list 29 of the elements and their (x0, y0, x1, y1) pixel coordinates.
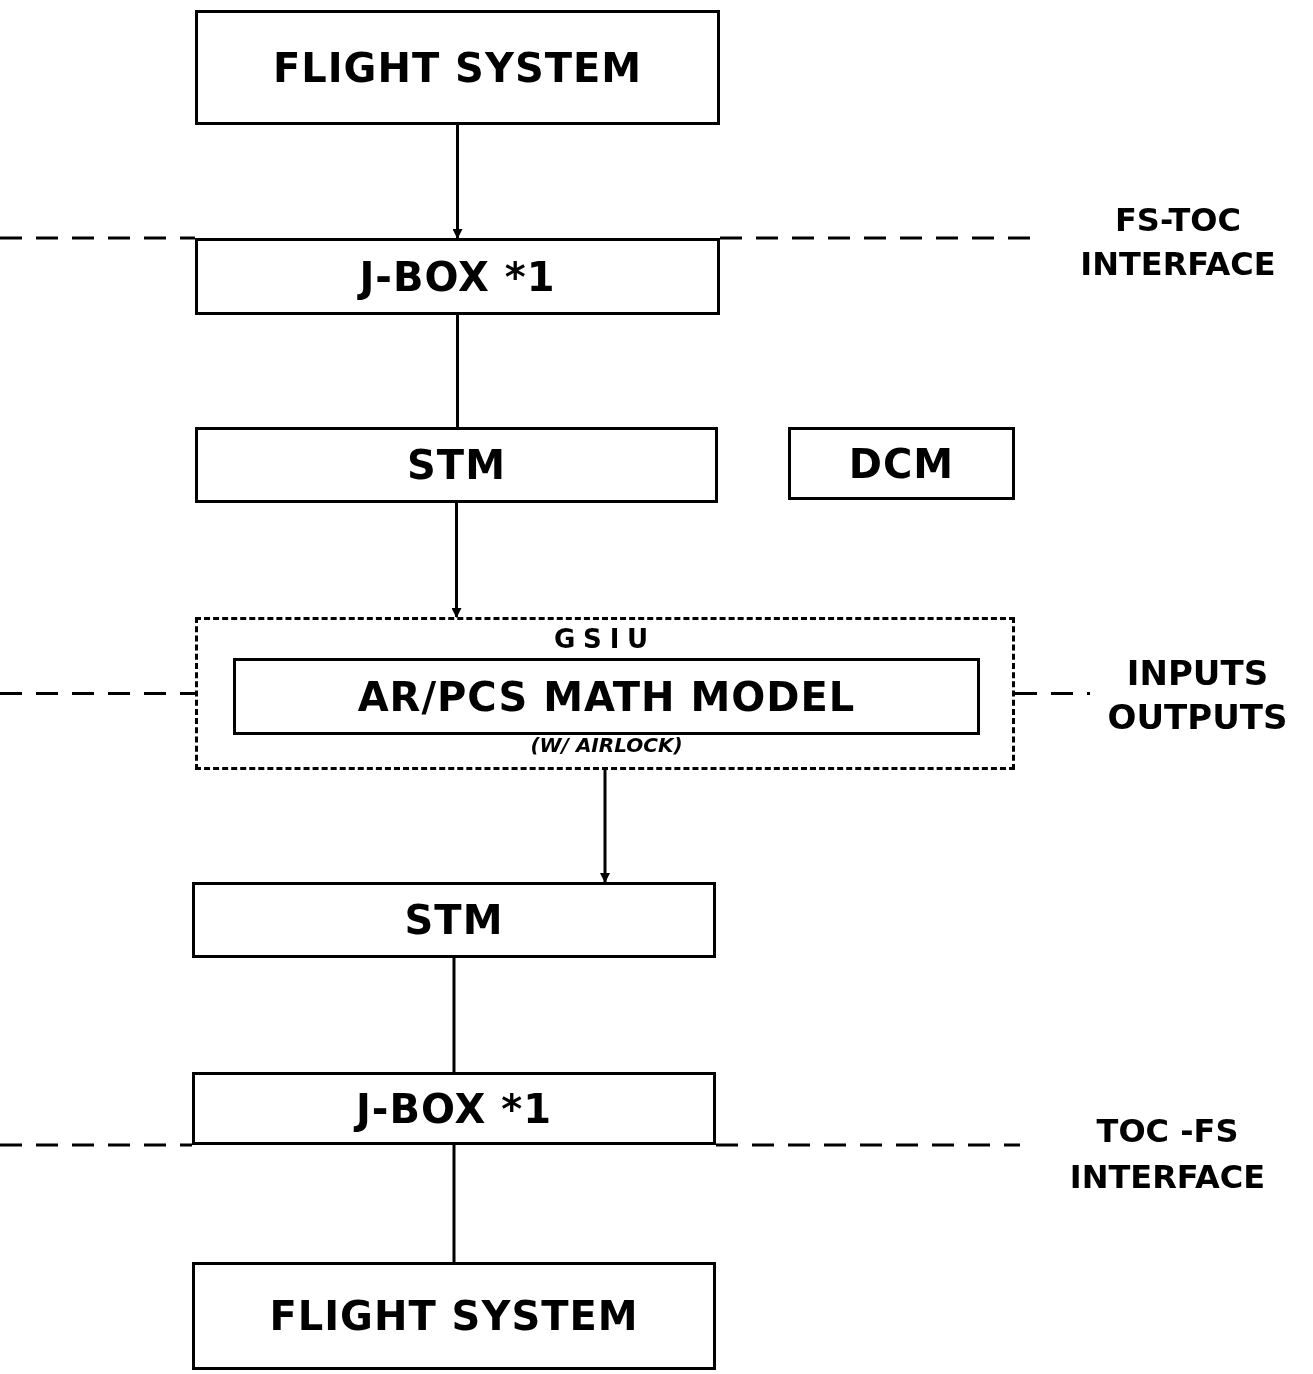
box-label: DCM (848, 439, 955, 489)
connector-line (0, 692, 195, 695)
interface-label: TOC -FS INTERFACE (1068, 1111, 1267, 1198)
process-box (195, 238, 720, 315)
box-label: OUTPUTS (1107, 696, 1288, 739)
box-label: J-BOX *1 (359, 252, 556, 302)
box-label: STM (404, 896, 504, 945)
connector-line (452, 1145, 456, 1262)
connector-line (1015, 692, 1090, 695)
box-label: FLIGHT SYSTEM (269, 1292, 639, 1341)
connector-line (456, 315, 459, 427)
box-label: STM (407, 441, 506, 490)
process-box (788, 427, 1015, 500)
process-box (195, 10, 720, 125)
arrow (600, 770, 610, 883)
connector-line (452, 958, 456, 1072)
dashed-group-box (195, 617, 1015, 770)
interface-label: FS-TOC INTERFACE (1079, 200, 1277, 285)
process-box (192, 1072, 716, 1145)
box-label: FLIGHT SYSTEM (272, 43, 643, 93)
box-label: J-BOX *1 (355, 1084, 553, 1134)
box-label: AR/PCS MATH MODEL (357, 672, 856, 722)
arrow (451, 503, 462, 618)
group-heading: GSIU (553, 623, 657, 656)
process-box (192, 882, 716, 958)
arrow (452, 125, 463, 239)
box-label: INPUTS (1126, 652, 1269, 695)
process-box (192, 1262, 716, 1370)
process-box (195, 427, 718, 503)
